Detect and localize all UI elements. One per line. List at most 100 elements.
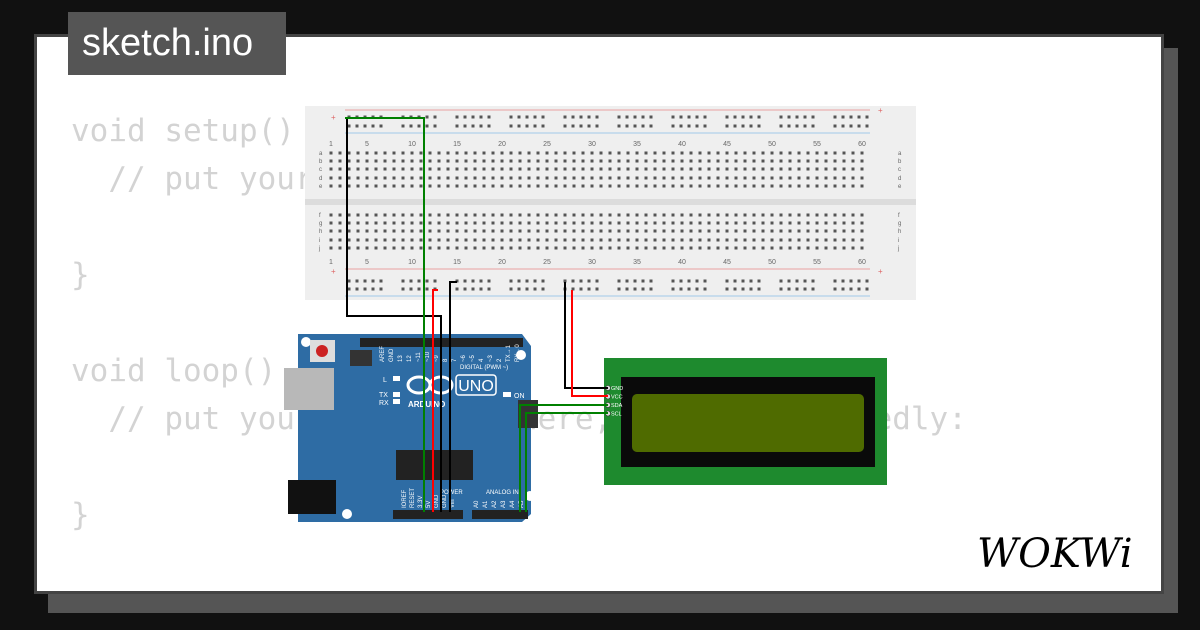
breadboard-hole[interactable] [824, 167, 828, 171]
breadboard-hole[interactable] [572, 238, 576, 242]
breadboard-hole[interactable] [761, 159, 765, 163]
breadboard-hole[interactable] [779, 229, 783, 233]
rail-hole[interactable] [479, 287, 483, 291]
rail-hole[interactable] [579, 124, 583, 128]
breadboard-hole[interactable] [626, 159, 630, 163]
breadboard-hole[interactable] [716, 167, 720, 171]
breadboard-hole[interactable] [617, 176, 621, 180]
breadboard-hole[interactable] [833, 213, 837, 217]
breadboard-hole[interactable] [554, 213, 558, 217]
breadboard-hole[interactable] [374, 246, 378, 250]
breadboard-hole[interactable] [707, 229, 711, 233]
breadboard-hole[interactable] [716, 246, 720, 250]
breadboard-hole[interactable] [617, 159, 621, 163]
rail-hole[interactable] [587, 287, 591, 291]
breadboard-hole[interactable] [851, 238, 855, 242]
breadboard-hole[interactable] [851, 213, 855, 217]
rail-hole[interactable] [379, 124, 383, 128]
breadboard-hole[interactable] [842, 246, 846, 250]
breadboard-hole[interactable] [788, 238, 792, 242]
breadboard-hole[interactable] [536, 151, 540, 155]
rail-hole[interactable] [833, 279, 837, 283]
breadboard-hole[interactable] [842, 213, 846, 217]
breadboard-hole[interactable] [725, 246, 729, 250]
breadboard-hole[interactable] [554, 221, 558, 225]
breadboard-hole[interactable] [734, 159, 738, 163]
rail-hole[interactable] [703, 124, 707, 128]
breadboard-hole[interactable] [707, 167, 711, 171]
breadboard-hole[interactable] [410, 151, 414, 155]
breadboard-hole[interactable] [446, 151, 450, 155]
rail-hole[interactable] [687, 124, 691, 128]
breadboard-hole[interactable] [401, 159, 405, 163]
breadboard-hole[interactable] [410, 167, 414, 171]
rail-hole[interactable] [487, 115, 491, 119]
breadboard-hole[interactable] [761, 221, 765, 225]
breadboard-hole[interactable] [563, 184, 567, 188]
breadboard-hole[interactable] [383, 246, 387, 250]
rail-hole[interactable] [479, 124, 483, 128]
breadboard-hole[interactable] [770, 229, 774, 233]
breadboard-hole[interactable] [482, 246, 486, 250]
breadboard-hole[interactable] [689, 213, 693, 217]
breadboard-hole[interactable] [392, 238, 396, 242]
breadboard-hole[interactable] [491, 184, 495, 188]
rail-hole[interactable] [865, 115, 869, 119]
rail-hole[interactable] [541, 124, 545, 128]
breadboard-hole[interactable] [572, 229, 576, 233]
breadboard-hole[interactable] [833, 176, 837, 180]
breadboard-hole[interactable] [599, 213, 603, 217]
breadboard-hole[interactable] [833, 238, 837, 242]
breadboard-hole[interactable] [680, 151, 684, 155]
breadboard-hole[interactable] [608, 151, 612, 155]
breadboard-hole[interactable] [599, 238, 603, 242]
breadboard-hole[interactable] [527, 229, 531, 233]
breadboard-hole[interactable] [491, 176, 495, 180]
breadboard-hole[interactable] [662, 159, 666, 163]
breadboard-hole[interactable] [392, 246, 396, 250]
breadboard-hole[interactable] [734, 176, 738, 180]
rail-hole[interactable] [749, 124, 753, 128]
breadboard-hole[interactable] [527, 246, 531, 250]
breadboard-hole[interactable] [860, 229, 864, 233]
breadboard-hole[interactable] [563, 213, 567, 217]
rail-hole[interactable] [741, 279, 745, 283]
rail-hole[interactable] [471, 279, 475, 283]
breadboard-hole[interactable] [356, 184, 360, 188]
breadboard-hole[interactable] [563, 246, 567, 250]
rail-hole[interactable] [725, 287, 729, 291]
breadboard-hole[interactable] [752, 176, 756, 180]
breadboard-hole[interactable] [428, 176, 432, 180]
breadboard-hole[interactable] [824, 184, 828, 188]
breadboard-hole[interactable] [455, 238, 459, 242]
breadboard-hole[interactable] [527, 167, 531, 171]
breadboard-hole[interactable] [743, 176, 747, 180]
breadboard-hole[interactable] [806, 184, 810, 188]
breadboard-hole[interactable] [545, 221, 549, 225]
breadboard-hole[interactable] [707, 246, 711, 250]
rail-hole[interactable] [733, 279, 737, 283]
rail-hole[interactable] [409, 279, 413, 283]
rail-hole[interactable] [525, 115, 529, 119]
breadboard-hole[interactable] [401, 246, 405, 250]
breadboard-hole[interactable] [617, 151, 621, 155]
breadboard-hole[interactable] [572, 213, 576, 217]
breadboard-hole[interactable] [464, 176, 468, 180]
breadboard-hole[interactable] [599, 184, 603, 188]
breadboard-hole[interactable] [617, 167, 621, 171]
breadboard-hole[interactable] [365, 221, 369, 225]
breadboard-hole[interactable] [671, 229, 675, 233]
breadboard-hole[interactable] [365, 176, 369, 180]
breadboard-hole[interactable] [455, 246, 459, 250]
breadboard-hole[interactable] [446, 167, 450, 171]
breadboard-hole[interactable] [500, 221, 504, 225]
rail-hole[interactable] [703, 115, 707, 119]
breadboard-hole[interactable] [716, 184, 720, 188]
breadboard-hole[interactable] [761, 246, 765, 250]
breadboard-hole[interactable] [851, 151, 855, 155]
breadboard-hole[interactable] [410, 184, 414, 188]
rail-hole[interactable] [679, 115, 683, 119]
breadboard-hole[interactable] [545, 213, 549, 217]
rail-hole[interactable] [563, 124, 567, 128]
breadboard-hole[interactable] [635, 246, 639, 250]
